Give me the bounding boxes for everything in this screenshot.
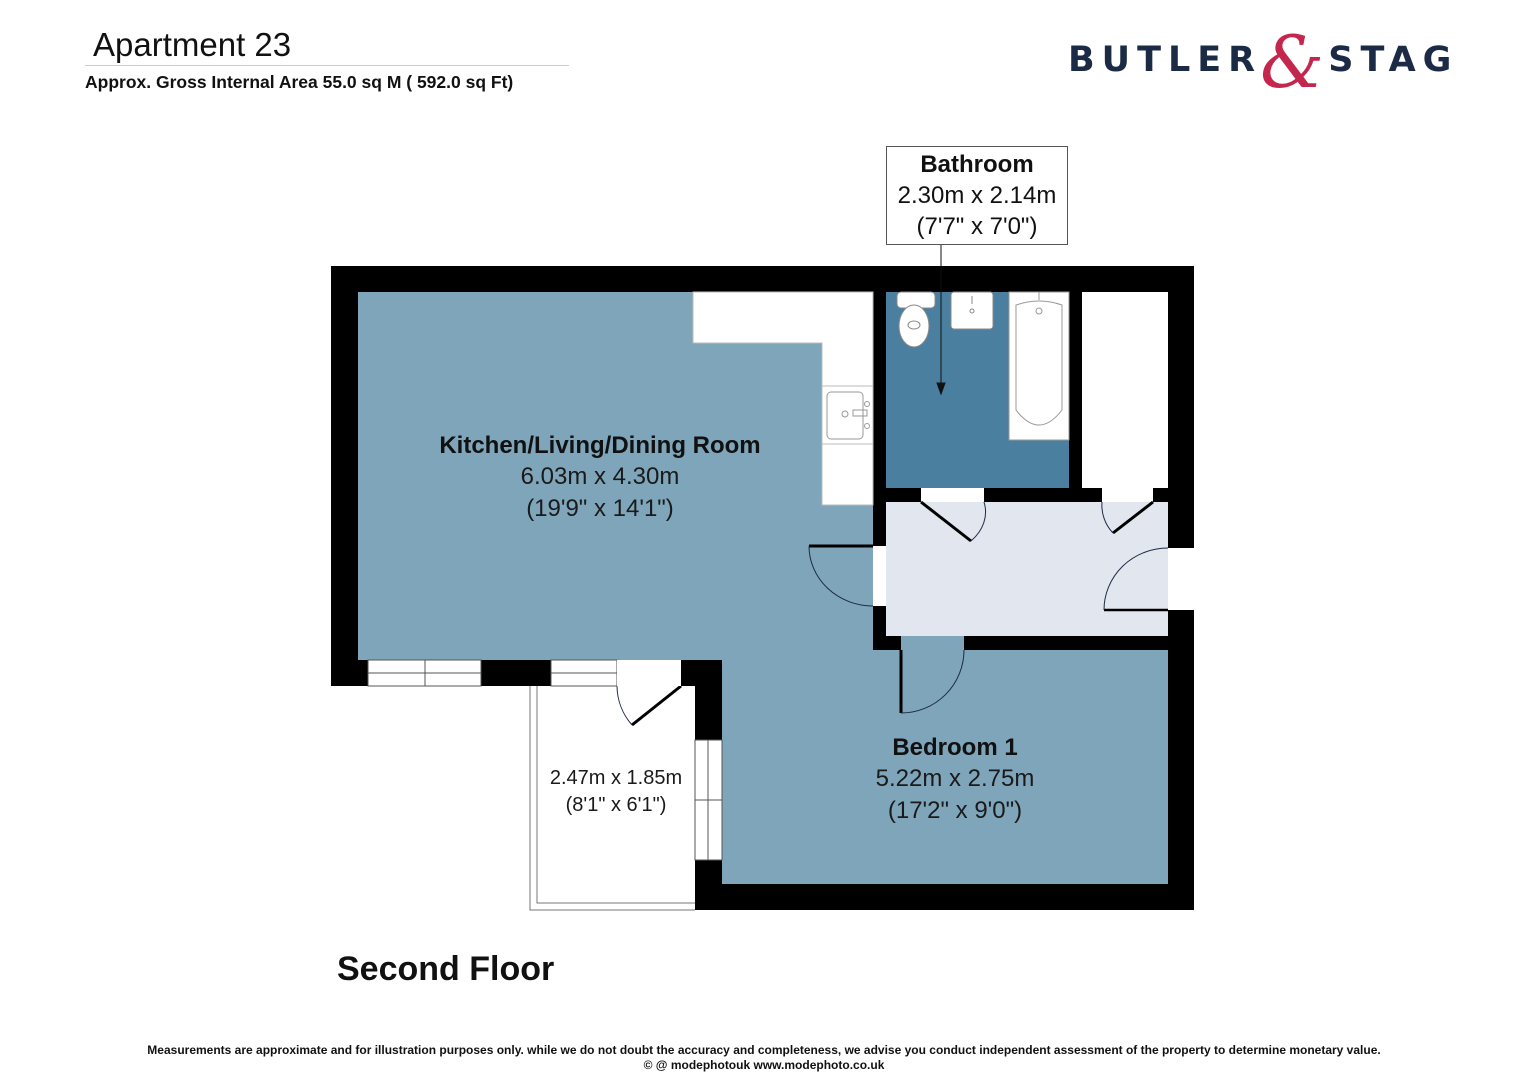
gross-area: Approx. Gross Internal Area 55.0 sq M ( … xyxy=(85,72,514,92)
bathroom-metric: 2.30m x 2.14m xyxy=(897,182,1057,209)
bathroom-leader-line xyxy=(936,245,946,396)
balcony-metric: 2.47m x 1.85m xyxy=(549,767,683,789)
floor-label: Second Floor xyxy=(337,950,555,988)
bedroom-door-gap xyxy=(901,636,964,650)
kitchen-name: Kitchen/Living/Dining Room xyxy=(439,432,761,459)
logo-word-left: BUTLER xyxy=(1068,40,1263,80)
kitchen-worktop xyxy=(692,291,874,506)
bedroom-floor xyxy=(722,650,1168,884)
disclaimer: Measurements are approximate and for ill… xyxy=(147,1043,1381,1057)
bathroom-label-box: Bathroom 2.30m x 2.14m (7'7" x 7'0") xyxy=(886,146,1068,245)
hall-floor xyxy=(886,502,1168,636)
bathroom-imperial: (7'7" x 7'0") xyxy=(916,213,1038,240)
agency-logo: BUTLER & STAG xyxy=(1068,20,1460,104)
kitchen-sink-icon xyxy=(826,391,870,440)
bedroom-metric: 5.22m x 2.75m xyxy=(875,765,1035,792)
kitchen-metric: 6.03m x 4.30m xyxy=(520,463,680,490)
toilet-icon xyxy=(896,291,936,348)
balcony-label: 2.47m x 1.85m (8'1" x 6'1") xyxy=(537,765,695,819)
balcony-imperial: (8'1" x 6'1") xyxy=(565,794,667,816)
bathtub-icon xyxy=(1008,291,1070,441)
photo-credit: © @ modephotouk www.modephoto.co.uk xyxy=(643,1058,885,1072)
balcony-outline xyxy=(529,686,695,911)
bedroom-name: Bedroom 1 xyxy=(892,734,1018,761)
bedroom-label: Bedroom 1 5.22m x 2.75m (17'2" x 9'0") xyxy=(805,732,1105,827)
bathroom-name: Bathroom xyxy=(920,151,1034,178)
windows xyxy=(367,659,723,861)
title-divider xyxy=(85,65,569,66)
basin-icon xyxy=(950,291,994,330)
balcony-door-opening xyxy=(617,660,681,686)
logo-ampersand: & xyxy=(1260,20,1325,104)
kitchen-floor xyxy=(358,292,873,660)
cupboard-floor xyxy=(1082,292,1168,488)
logo-word-right: STAG xyxy=(1328,40,1459,80)
bedroom-imperial: (17'2" x 9'0") xyxy=(887,797,1023,824)
doors xyxy=(616,500,1169,727)
plan-title: Apartment 23 xyxy=(93,26,292,63)
kitchen-label: Kitchen/Living/Dining Room 6.03m x 4.30m… xyxy=(400,430,800,525)
kitchen-imperial: (19'9" x 14'1") xyxy=(526,495,674,522)
